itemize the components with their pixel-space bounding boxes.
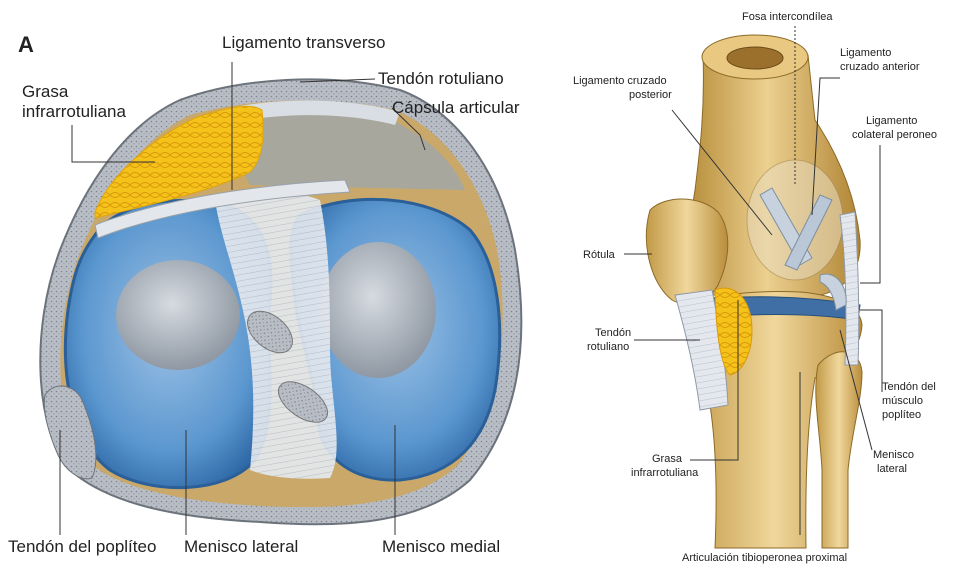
panel-letter: A: [18, 32, 34, 57]
left-panel-tibial-plateau: A Grasa infrarrotuliana Ligamento transv…: [8, 32, 521, 556]
label-articulacion: Articulación tibioperonea proximal: [682, 552, 847, 564]
label-lca-line1: Ligamento: [840, 47, 891, 59]
label-lcperoneo-line1: Ligamento: [866, 115, 917, 127]
fibula: [816, 352, 862, 548]
medial-condyle-surface: [320, 242, 436, 378]
label-tendon-musculo-line3: poplíteo: [882, 409, 921, 421]
label-grasa-line1: Grasa: [22, 82, 69, 101]
label-menisco-lat-line2: lateral: [877, 463, 907, 475]
label-rotula: Rótula: [583, 249, 616, 261]
label-fosa-intercondilea: Fosa intercondílea: [742, 11, 833, 23]
label-ligamento-transverso: Ligamento transverso: [222, 33, 385, 52]
label-menisco-medial-left: Menisco medial: [382, 537, 500, 556]
label-grasa-line2: infrarrotuliana: [22, 102, 126, 121]
label-tendon-rotuliano-left: Tendón rotuliano: [378, 69, 504, 88]
femur-marrow: [727, 47, 783, 69]
label-menisco-lateral-left: Menisco lateral: [184, 537, 298, 556]
leader-lcperoneo: [860, 145, 880, 283]
label-tendon-rot-line2: rotuliano: [587, 341, 629, 353]
lateral-condyle-surface: [116, 260, 240, 370]
label-tendon-musculo-line1: Tendón del: [882, 381, 936, 393]
label-tendon-rot-line1: Tendón: [595, 327, 631, 339]
label-menisco-lat-line1: Menisco: [873, 449, 914, 461]
label-tendon-musculo-line2: músculo: [882, 395, 923, 407]
label-tendon-popliteo: Tendón del poplíteo: [8, 537, 156, 556]
label-lcp-line1: Ligamento cruzado: [573, 75, 667, 87]
label-lcperoneo-line2: colateral peroneo: [852, 129, 937, 141]
label-lca-line2: cruzado anterior: [840, 61, 920, 73]
right-panel-knee: Fosa intercondílea Ligamento cruzado pos…: [573, 11, 937, 564]
leader-tendon-musculo: [860, 310, 882, 392]
label-grasa-right-line2: infrarrotuliana: [631, 467, 699, 479]
label-lcp-line2: posterior: [629, 89, 672, 101]
label-capsula-articular: Cápsula articular: [392, 98, 520, 117]
label-grasa-right-line1: Grasa: [652, 453, 683, 465]
patella: [646, 199, 727, 305]
